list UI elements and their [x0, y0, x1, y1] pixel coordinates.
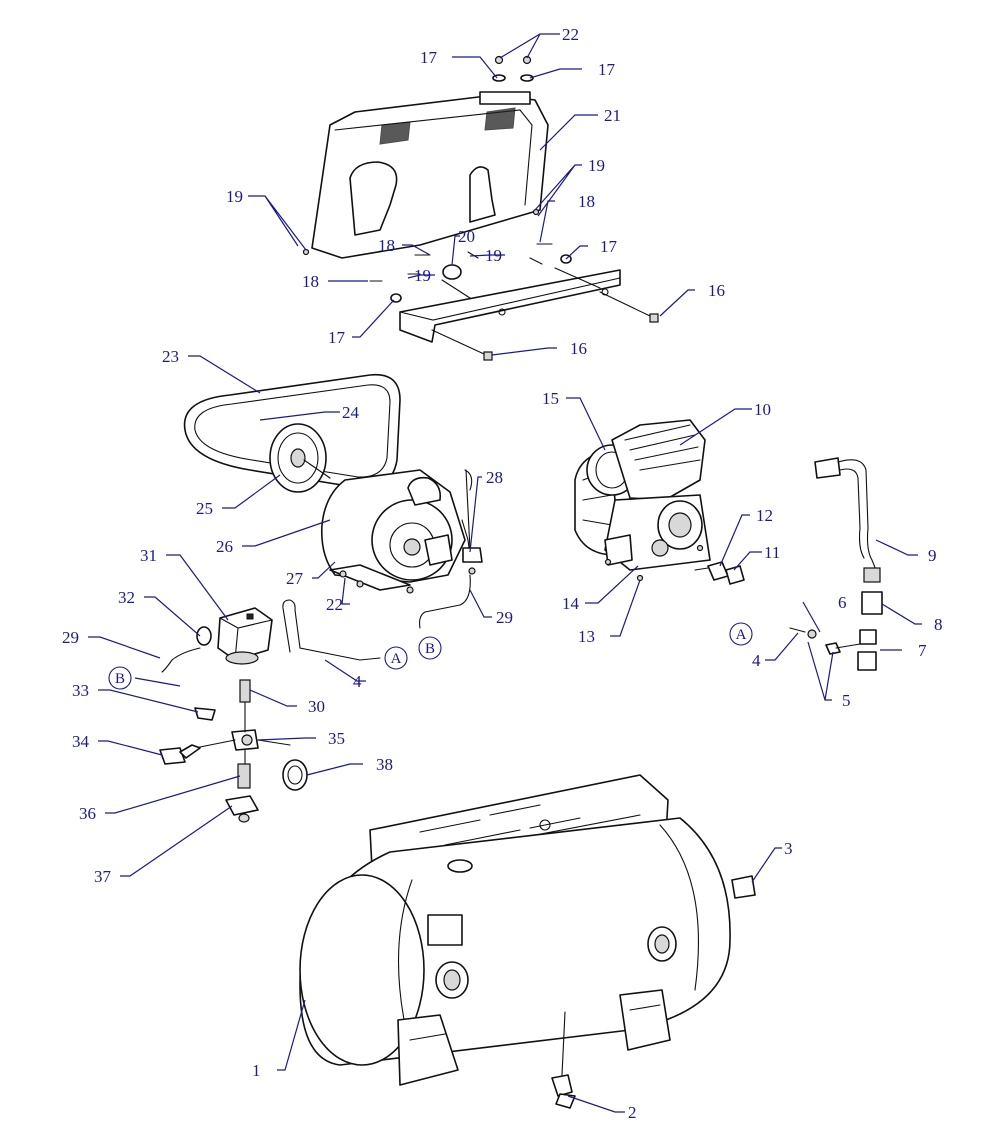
callout-24: 24 — [342, 403, 360, 422]
callout-38: 38 — [376, 755, 393, 774]
compressor-pump[interactable] — [574, 419, 711, 582]
tank-manifold[interactable] — [159, 679, 308, 823]
callout-6: 6 — [838, 593, 847, 612]
callout-18-mid: 18 — [378, 236, 395, 255]
callout-23: 23 — [162, 347, 179, 366]
ref-marker-a-left: A — [391, 651, 402, 667]
callout-33: 33 — [72, 681, 89, 700]
discharge-hose-right[interactable] — [814, 457, 883, 615]
callout-4-right: 4 — [752, 651, 761, 670]
callout-18-right: 18 — [578, 192, 595, 211]
callout-3: 3 — [784, 839, 793, 858]
callout-21: 21 — [604, 106, 621, 125]
callout-leaders — [88, 33, 922, 1113]
callout-29-right: 29 — [496, 608, 513, 627]
power-cord[interactable] — [161, 469, 483, 673]
callout-22-motor: 22 — [326, 595, 343, 614]
callout-17-top-right: 17 — [598, 60, 616, 79]
callout-22-top: 22 — [562, 25, 579, 44]
callout-19-mid: 19 — [485, 246, 502, 265]
callout-9: 9 — [928, 546, 937, 565]
callout-37: 37 — [94, 867, 112, 886]
motor-pulley[interactable] — [269, 423, 331, 493]
reference-markers: A A B B — [108, 622, 753, 690]
check-valve-fittings[interactable] — [789, 627, 877, 671]
callout-16-bottom: 16 — [570, 339, 587, 358]
callout-27: 27 — [286, 569, 304, 588]
callout-10: 10 — [754, 400, 771, 419]
callout-labels: 1 2 3 4 4 5 6 7 8 9 10 11 12 13 14 15 16… — [62, 25, 943, 1122]
callout-19-lower-left: 19 — [414, 266, 431, 285]
belt-guard[interactable] — [311, 91, 549, 259]
ref-marker-a-right: A — [736, 627, 747, 643]
callout-19-left: 19 — [226, 187, 243, 206]
callout-5: 5 — [842, 691, 851, 710]
callout-15: 15 — [542, 389, 559, 408]
callout-26: 26 — [216, 537, 233, 556]
callout-7: 7 — [918, 641, 927, 660]
callout-2: 2 — [628, 1103, 637, 1122]
callout-30: 30 — [308, 697, 325, 716]
callout-29-left: 29 — [62, 628, 79, 647]
callout-25: 25 — [196, 499, 213, 518]
ref-marker-b-left: B — [115, 671, 125, 687]
callout-35: 35 — [328, 729, 345, 748]
callout-19-right: 19 — [588, 156, 605, 175]
callout-32: 32 — [118, 588, 135, 607]
callout-16-right: 16 — [708, 281, 725, 300]
callout-17-left: 17 — [328, 328, 346, 347]
callout-8: 8 — [934, 615, 943, 634]
callout-34: 34 — [72, 732, 90, 751]
guard-bracket[interactable] — [399, 269, 621, 343]
callout-14: 14 — [562, 594, 580, 613]
callout-11: 11 — [764, 543, 780, 562]
pump-fittings[interactable] — [694, 561, 745, 585]
discharge-tube-left[interactable] — [282, 599, 381, 661]
pressure-switch[interactable] — [196, 607, 273, 665]
callout-28: 28 — [486, 468, 503, 487]
ref-marker-b-right: B — [425, 641, 435, 657]
callout-13: 13 — [578, 627, 595, 646]
callout-17-top-left: 17 — [420, 48, 438, 67]
callout-20: 20 — [458, 227, 475, 246]
callout-18-left: 18 — [302, 272, 319, 291]
callout-4-left: 4 — [353, 672, 362, 691]
drain-valve[interactable] — [551, 1011, 576, 1109]
callout-31: 31 — [140, 546, 157, 565]
callout-1: 1 — [252, 1061, 261, 1080]
callout-17-right: 17 — [600, 237, 618, 256]
electric-motor[interactable] — [320, 469, 476, 594]
air-tank[interactable] — [299, 774, 756, 1086]
callout-36: 36 — [79, 804, 96, 823]
callout-12: 12 — [756, 506, 773, 525]
